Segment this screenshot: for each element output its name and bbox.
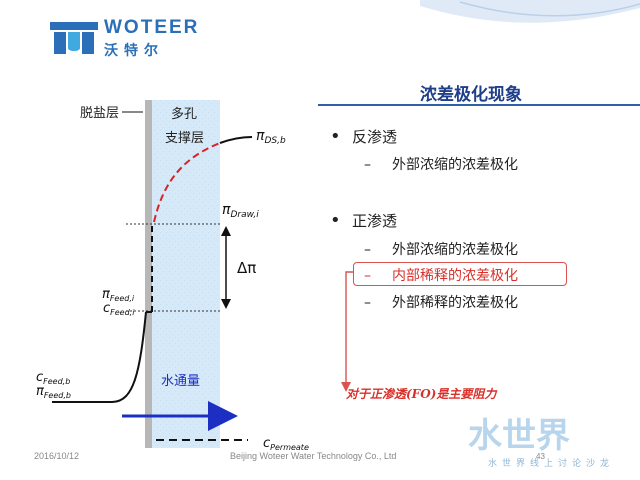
sub-item-fo-external-dilutive: – 外部稀释的浓差极化 [364,292,518,312]
sub-dash: – [364,242,371,258]
water-flux-label: 水通量 [161,374,200,389]
pi-feed-i-label: πFeed,i [102,287,135,303]
delta-pi-label: Δπ [237,259,256,277]
bullet-reverse-osmosis: • 反渗透 [330,126,397,147]
c-permeate-label: cPermeate [263,436,309,452]
sub-label: 外部浓缩的浓差极化 [392,157,518,173]
sub-label: 内部稀释的浓差极化 [392,268,518,284]
footer-company: Beijing Woteer Water Technology Co., Ltd [230,451,397,461]
internal-cp-profile [153,142,221,223]
slide-title: 浓差极化现象 [420,85,522,105]
feed-concentration-curve [52,311,147,403]
sub-label: 外部浓缩的浓差极化 [392,242,518,258]
footer-date: 2016/10/12 [34,451,80,461]
page-number: 43 [536,452,545,461]
sub-item-fo-external-concentrative: – 外部浓缩的浓差极化 [364,239,518,259]
bullet-forward-osmosis: • 正渗透 [330,210,397,231]
support-label-2: 支撑层 [165,131,204,146]
active-layer [145,100,152,448]
porous-support-layer [150,100,220,448]
sub-dash: – [364,157,371,173]
c-feed-b-label: cFeed,b [36,370,70,386]
watermark-logo: 水世界 [468,416,570,456]
sub-label: 外部稀释的浓差极化 [392,295,518,311]
sub-item-fo-internal-dilutive: – 内部稀释的浓差极化 [364,265,518,285]
woteer-logo-icon [50,22,98,54]
callout-connector [341,271,354,392]
bullet-label: 反渗透 [352,128,398,146]
sub-dash: – [364,268,371,284]
bullet-dot: • [330,126,341,147]
sub-item-ro-external: – 外部浓缩的浓差极化 [364,154,518,174]
bullet-label: 正渗透 [352,212,398,230]
title-underline [318,104,640,106]
highlight-note: 对于正渗透(FO)是主要阻力 [346,387,497,401]
sub-dash: – [364,295,371,311]
watermark-subtitle: 水世界线上讨论沙龙 [488,459,615,469]
pi-feed-b-label: πFeed,b [36,384,71,400]
logo-text-en: WOTEER [104,17,200,38]
c-feed-i-label: cFeed,i [103,301,135,317]
header-swoosh-decoration [420,0,640,23]
active-layer-label: 脱盐层 [80,106,119,121]
delta-pi-arrowhead-up [221,226,231,236]
concentration-polarization-diagram: 脱盐层 多孔 支撑层 水通量 Δπ πDS,b πDraw,i πFeed,i … [36,100,309,452]
delta-pi-arrowhead-down [221,299,231,309]
bullet-dot: • [330,210,341,231]
pi-draw-i-label: πDraw,i [222,202,259,220]
highlight-box [353,262,567,286]
draw-bulk-curve [219,136,253,144]
logo-text-cn: 沃特尔 [104,43,164,59]
pi-ds-b-label: πDS,b [256,128,286,146]
support-label-1: 多孔 [171,106,197,122]
